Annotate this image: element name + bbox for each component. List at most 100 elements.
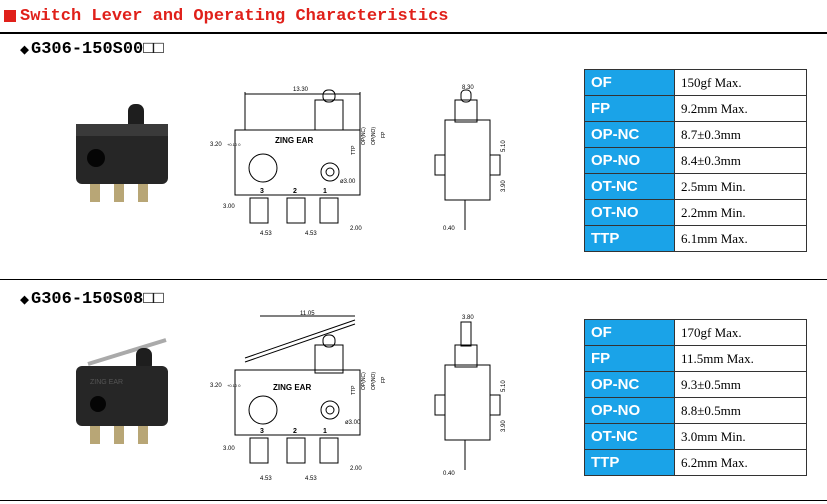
p1-dim-pinw: 0.40 xyxy=(443,226,455,232)
spec-value: 6.2mm Max. xyxy=(674,449,807,476)
p1-dim-pitch1: 4.53 xyxy=(260,231,272,237)
p2-photo-brand: ZING EAR xyxy=(90,379,123,386)
p2-dim-hole: 3.20 xyxy=(210,383,222,389)
spec-key: OF xyxy=(584,319,675,346)
p2-dim-width: 11.05 xyxy=(300,311,315,317)
spec-key: TTP xyxy=(584,225,675,252)
p1-label-opno: OP(NO) xyxy=(371,127,377,145)
red-square-icon xyxy=(4,10,16,22)
section-title: Switch Lever and Operating Characteristi… xyxy=(20,6,449,26)
p2-dim-mount: ø3.00 xyxy=(345,420,361,426)
p2-label-opno: OP(NO) xyxy=(371,372,377,390)
spec-value: 11.5mm Max. xyxy=(674,345,807,372)
p2-label-fp: FP xyxy=(381,376,387,383)
p2-label-ttp: TTP xyxy=(351,385,357,395)
product-1-photo xyxy=(76,104,168,202)
p1-label-fp: FP xyxy=(381,131,387,138)
p1-dim-width: 13.30 xyxy=(293,87,309,93)
p2-label-opnc: OP(NC) xyxy=(361,372,367,390)
section-header: Switch Lever and Operating Characteristi… xyxy=(4,4,448,28)
product-1-front-drawing: 13.30 3.20 +0.10 0 ZING EAR ø3.00 3.00 4… xyxy=(210,87,387,237)
spec-value: 8.4±0.3mm xyxy=(674,147,807,174)
p1-label-ttp: TTP xyxy=(351,145,357,155)
product-1-model: ◆ G306-150S00□□ xyxy=(20,40,164,59)
product-2-side-drawing: 3.80 5.10 3.90 0.40 xyxy=(434,315,507,477)
p1-dim-tol: +0.10 0 xyxy=(227,142,241,147)
spec-value: 150gf Max. xyxy=(674,69,807,96)
diamond-icon: ◆ xyxy=(20,292,30,309)
p2-pin-3: 3 xyxy=(260,428,264,435)
product-2-front-drawing: 11.05 3.20 +0.10 0 ZING EAR ø3.00 3.00 4… xyxy=(210,311,387,482)
spec-key: OP-NO xyxy=(584,397,675,424)
p2-dim-pitch2: 4.53 xyxy=(305,476,317,482)
spec-value: 3.0mm Min. xyxy=(674,423,807,450)
spec-key: FP xyxy=(584,345,675,372)
p2-dim-thick: 3.80 xyxy=(462,315,474,321)
spec-key: TTP xyxy=(584,449,675,476)
diamond-icon: ◆ xyxy=(20,42,30,59)
p2-brand-label: ZING EAR xyxy=(273,383,311,392)
p2-dim-pitch1: 4.53 xyxy=(260,476,272,482)
p1-pin-2: 2 xyxy=(293,188,297,195)
product-1-side-drawing: 8.30 5.10 3.90 0.40 xyxy=(434,85,507,232)
spec-key: OT-NO xyxy=(584,199,675,226)
p2-dim-pin: 2.00 xyxy=(350,466,362,472)
spec-key: FP xyxy=(584,95,675,122)
p2-dim-pinw: 0.40 xyxy=(443,471,455,477)
product-2-model: ◆ G306-150S08□□ xyxy=(20,290,164,309)
spec-value: 6.1mm Max. xyxy=(674,225,807,252)
spec-key: OP-NO xyxy=(584,147,675,174)
spec-value: 2.5mm Min. xyxy=(674,173,807,200)
p1-dim-h2: 3.90 xyxy=(501,180,507,192)
spec-value: 9.3±0.5mm xyxy=(674,371,807,398)
spec-key: OT-NC xyxy=(584,423,675,450)
product-2-model-label: G306-150S08□□ xyxy=(31,290,164,309)
header-divider xyxy=(0,32,827,34)
spec-key: OT-NC xyxy=(584,173,675,200)
p1-pin-3: 3 xyxy=(260,188,264,195)
p1-dim-hole: 3.20 xyxy=(210,142,222,148)
p1-brand-label: ZING EAR xyxy=(275,136,313,145)
p1-dim-mount: ø3.00 xyxy=(340,179,356,185)
p1-dim-thick: 8.30 xyxy=(462,85,474,91)
bottom-divider xyxy=(0,500,827,501)
spec-value: 8.7±0.3mm xyxy=(674,121,807,148)
spec-value: 8.8±0.5mm xyxy=(674,397,807,424)
spec-value: 9.2mm Max. xyxy=(674,95,807,122)
p1-label-opnc: OP(NC) xyxy=(361,127,367,145)
p1-dim-pitch2: 4.53 xyxy=(305,231,317,237)
spec-value: 2.2mm Min. xyxy=(674,199,807,226)
p2-dim-h2: 3.90 xyxy=(501,420,507,432)
p1-dim-pin: 2.00 xyxy=(350,226,362,232)
product-2-photo: ZING EAR xyxy=(76,338,168,444)
product-divider xyxy=(0,279,827,280)
product-1-model-label: G306-150S00□□ xyxy=(31,40,164,59)
spec-key: OP-NC xyxy=(584,121,675,148)
p2-pin-2: 2 xyxy=(293,428,297,435)
p2-dim-tol: +0.10 0 xyxy=(227,383,241,388)
p2-dim-h1: 5.10 xyxy=(501,380,507,392)
p1-pin-1: 1 xyxy=(323,188,327,195)
spec-value: 170gf Max. xyxy=(674,319,807,346)
p1-dim-side: 3.00 xyxy=(223,204,235,210)
spec-key: OP-NC xyxy=(584,371,675,398)
p1-dim-h1: 5.10 xyxy=(501,140,507,152)
spec-key: OF xyxy=(584,69,675,96)
p2-pin-1: 1 xyxy=(323,428,327,435)
p2-dim-side: 3.00 xyxy=(223,446,235,452)
